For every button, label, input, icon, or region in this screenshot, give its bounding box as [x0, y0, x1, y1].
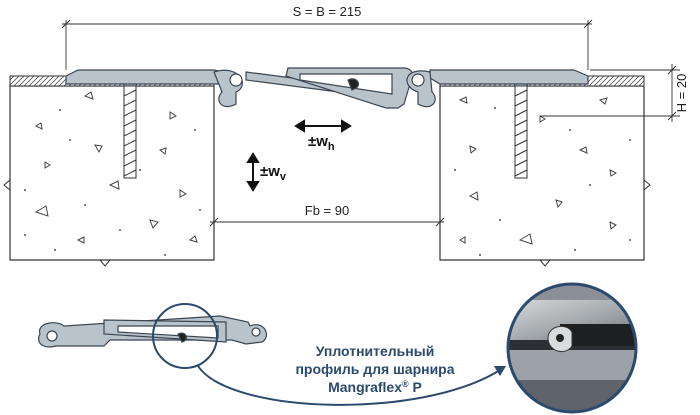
left-concrete-slab: [3, 85, 215, 267]
callout-arrow: [197, 365, 501, 406]
height-dimension: [540, 64, 680, 122]
callout-arrowhead: [494, 366, 506, 376]
right-cover-profile: [406, 69, 589, 108]
horizontal-movement-label: ±wh: [308, 133, 335, 153]
center-hinge-plate: [245, 67, 414, 109]
caption-line-2: профиль для шарнира: [295, 361, 454, 377]
photo-frame: [506, 282, 638, 414]
caption-line-3: Mangraflex® P: [328, 379, 422, 395]
left-cover-profile: [65, 69, 243, 108]
vertical-movement-arrow: [246, 152, 260, 192]
seal-photo-detail: [508, 284, 636, 412]
callout-circle: [152, 303, 218, 369]
concrete-aggregate: [34, 91, 618, 245]
vertical-movement-label: ±wv: [260, 163, 287, 183]
overall-width-label: S = B = 215: [293, 4, 362, 19]
overall-width-dimension: [61, 19, 593, 70]
concrete-dots: [24, 104, 631, 256]
gap-width-dimension: [209, 217, 445, 227]
right-concrete-slab: [439, 85, 651, 267]
gap-width-label: Fb = 90: [305, 203, 349, 218]
caption-line-1: Уплотнительный: [316, 343, 435, 359]
horizontal-movement-arrow: [294, 119, 352, 133]
height-label: H = 20: [674, 74, 689, 113]
